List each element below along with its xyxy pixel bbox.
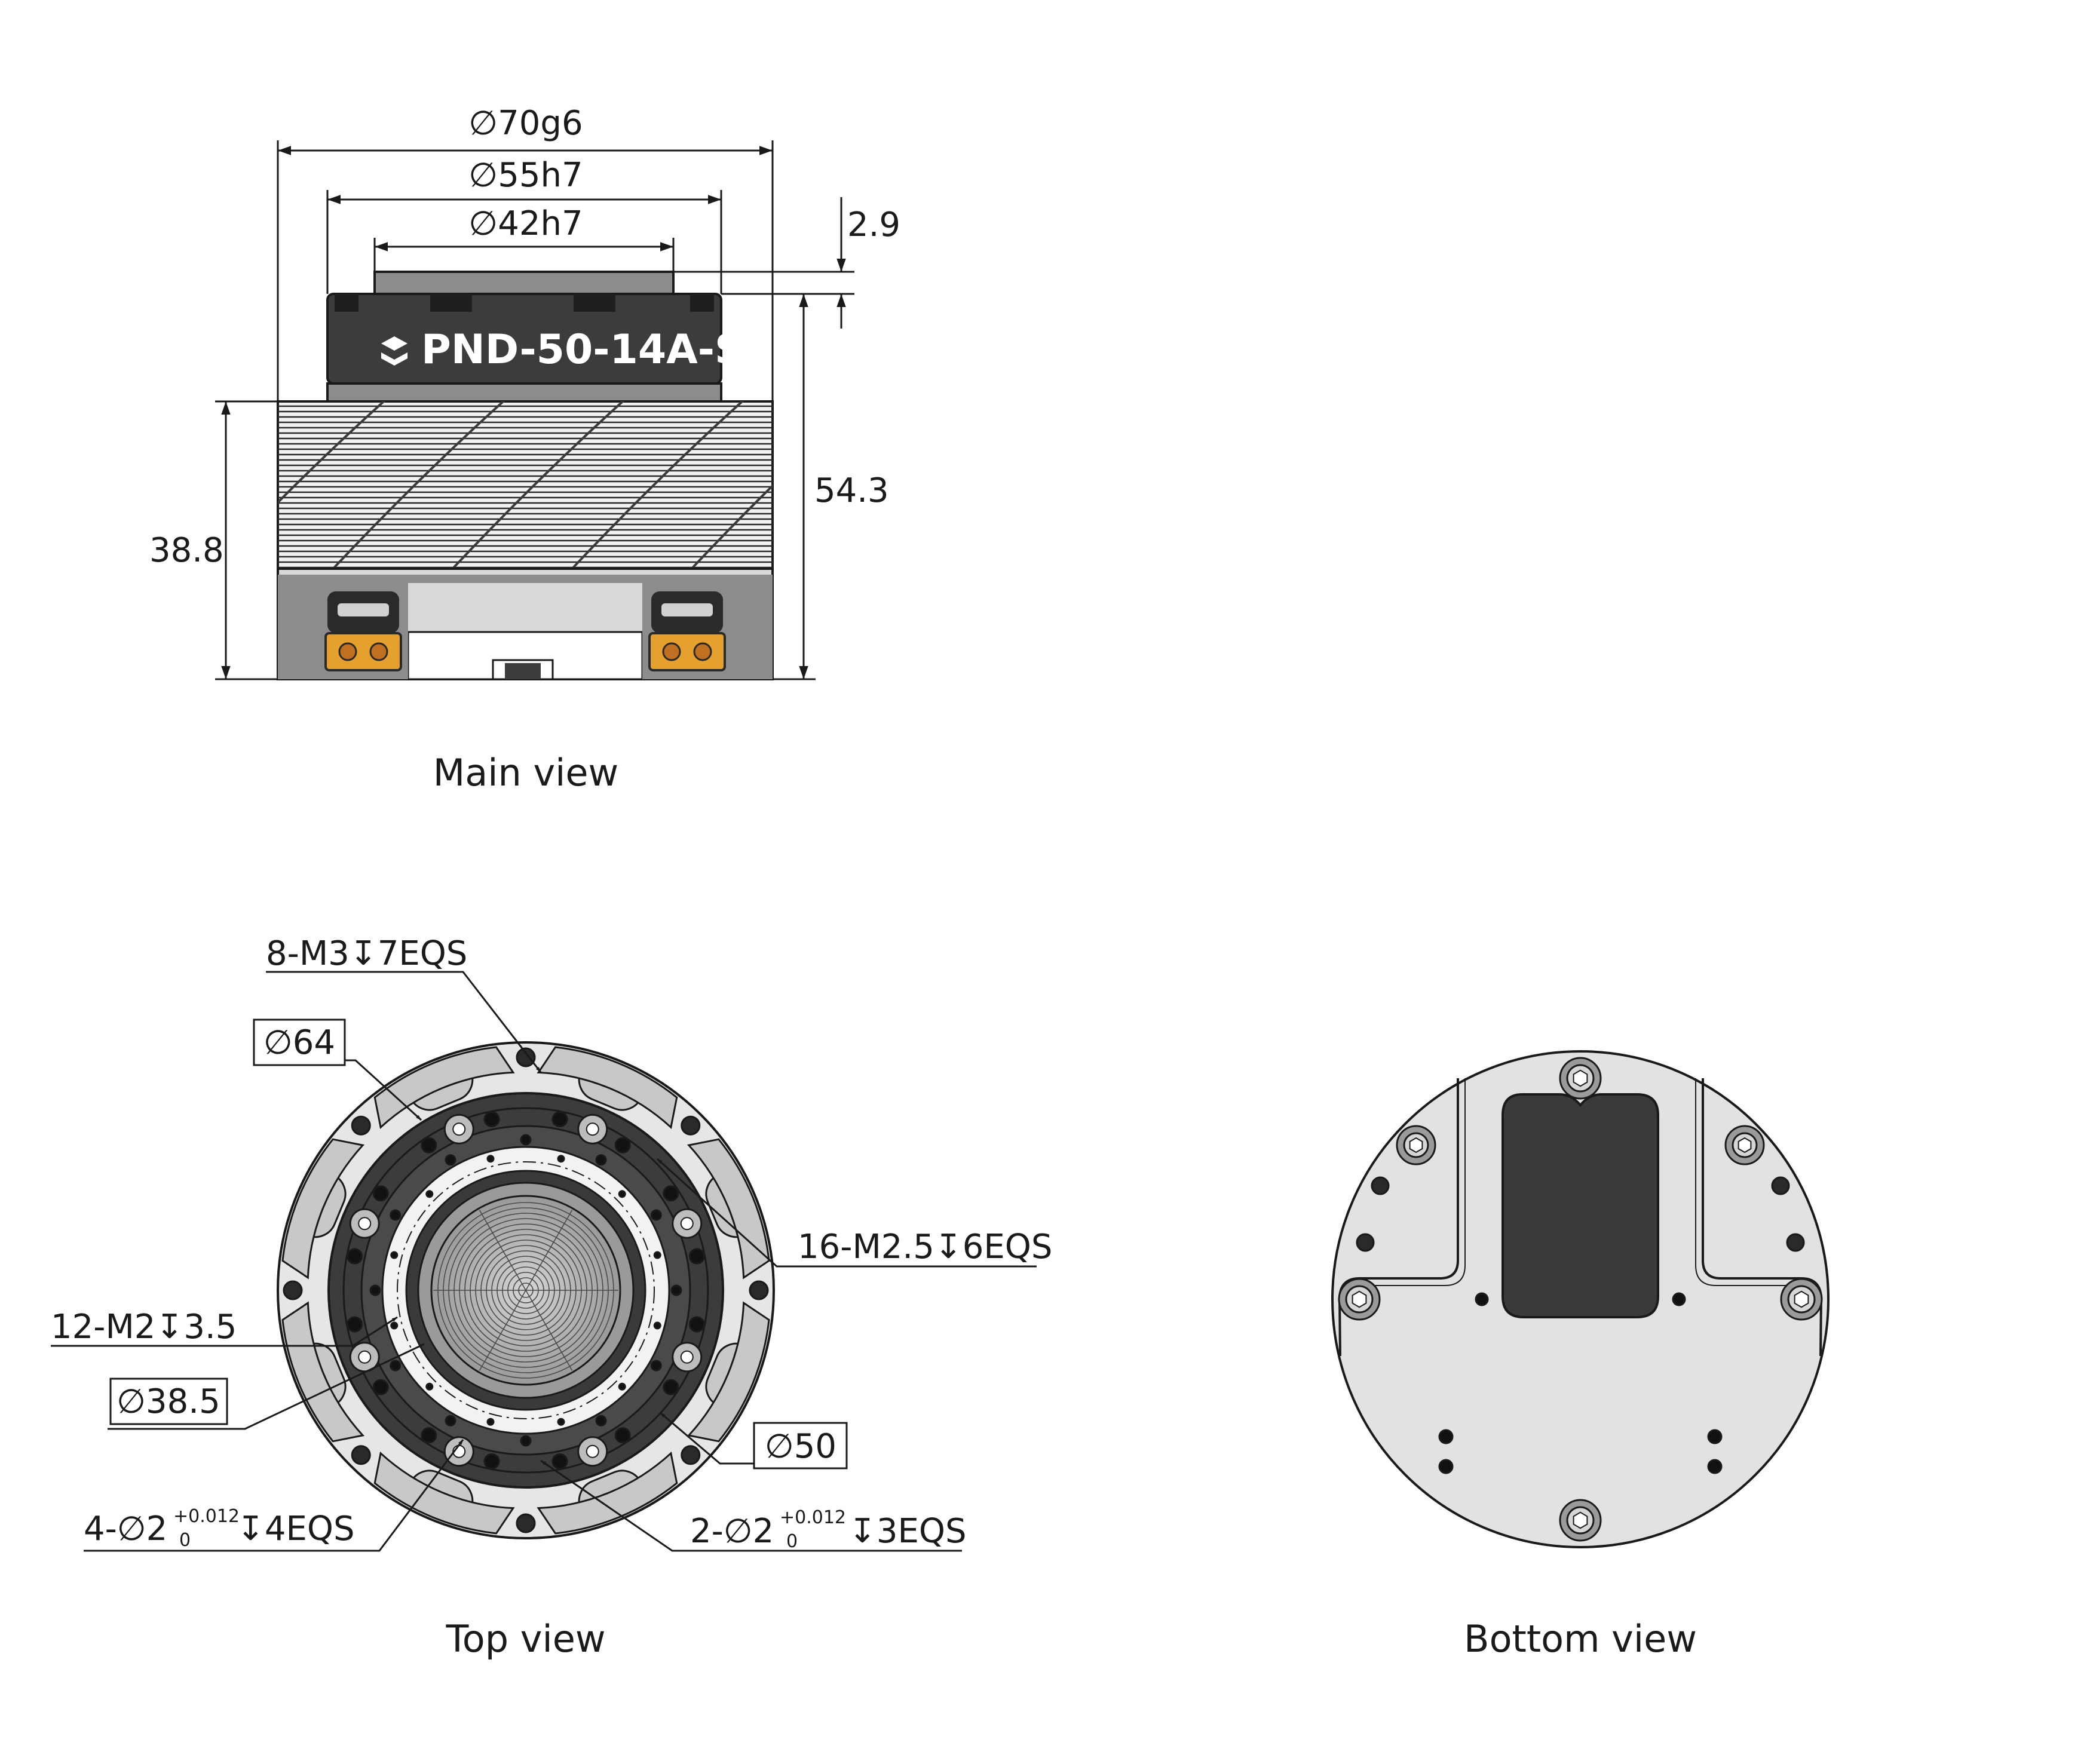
svg-text:0: 0 [179,1530,191,1551]
main-view-caption: Main view [433,751,618,794]
heatsink [277,400,774,570]
callout-leaders [51,971,1037,1552]
svg-text:+0.012: +0.012 [173,1506,240,1527]
screw-icon [1780,1278,1823,1321]
callout-pin-holes-2: 2-∅2 +0.012 0 ↧3EQS [690,1507,967,1552]
callout-dia-38-5: ∅38.5 [117,1382,220,1421]
right-port [642,583,773,679]
dia-50-box [753,1422,848,1470]
left-port [278,583,408,679]
bottom-plate-inner [1365,1078,1795,1286]
dim-height-38-8: 38.8 [149,531,224,570]
logo-icon [381,336,407,366]
dim-height-54-3: 54.3 [814,471,889,510]
svg-text:↧4EQS: ↧4EQS [237,1510,355,1548]
housing-slots [335,294,714,312]
svg-text:0: 0 [786,1531,798,1552]
model-label: PND-50-14A-S [421,326,744,373]
screw-icon [672,1208,703,1239]
encoder-window [1501,1093,1659,1318]
screw-icon [1559,1057,1602,1100]
screw-icon [443,1436,474,1467]
dia-38-5-box [109,1378,228,1425]
screw-icon [443,1113,474,1145]
callout-m25-thread: 16-M2.5↧6EQS [798,1228,1052,1266]
mid-flange [326,382,722,404]
dia-64-box [253,1018,346,1066]
svg-text:4-∅2: 4-∅2 [84,1510,167,1548]
screw-icon [1724,1125,1765,1165]
screw-icon [1559,1499,1602,1542]
screw-icon [349,1208,380,1239]
top-view: 8-M3↧7EQS ∅64 16-M2.5↧6EQS 12-M2↧3.5 ∅38… [51,934,1052,1661]
screw-icon [1338,1278,1381,1321]
output-flange [373,271,675,297]
dimension-lines [215,140,854,680]
power-connector [324,632,402,671]
screw-icon [672,1342,703,1373]
callout-dia-64: ∅64 [263,1023,335,1062]
bottom-view-caption: Bottom view [1464,1617,1697,1661]
svg-text:↧3EQS: ↧3EQS [848,1512,967,1551]
callout-m2-thread: 12-M2↧3.5 [51,1308,237,1346]
screw-icon [349,1342,380,1373]
power-connector [648,632,726,671]
main-view: PND-50-14A-S [149,104,900,794]
dim-dia-55: ∅55h7 [468,156,583,195]
screw-icon [577,1113,608,1145]
callout-pin-holes-4: 4-∅2 +0.012 0 ↧4EQS [84,1506,355,1551]
svg-text:2-∅2: 2-∅2 [690,1512,774,1551]
bottom-view: Bottom view [1331,1050,1830,1661]
screw-icon [1396,1125,1436,1165]
screw-icon [577,1436,608,1467]
dim-height-2-9: 2.9 [847,205,900,244]
dim-dia-70: ∅70g6 [468,104,583,143]
callout-m3-thread: 8-M3↧7EQS [266,934,467,973]
top-view-caption: Top view [445,1617,605,1661]
svg-text:+0.012: +0.012 [780,1507,846,1528]
callout-dia-50: ∅50 [765,1427,836,1466]
dim-dia-42: ∅42h7 [468,204,583,243]
actuator-top-face [277,1041,775,1539]
